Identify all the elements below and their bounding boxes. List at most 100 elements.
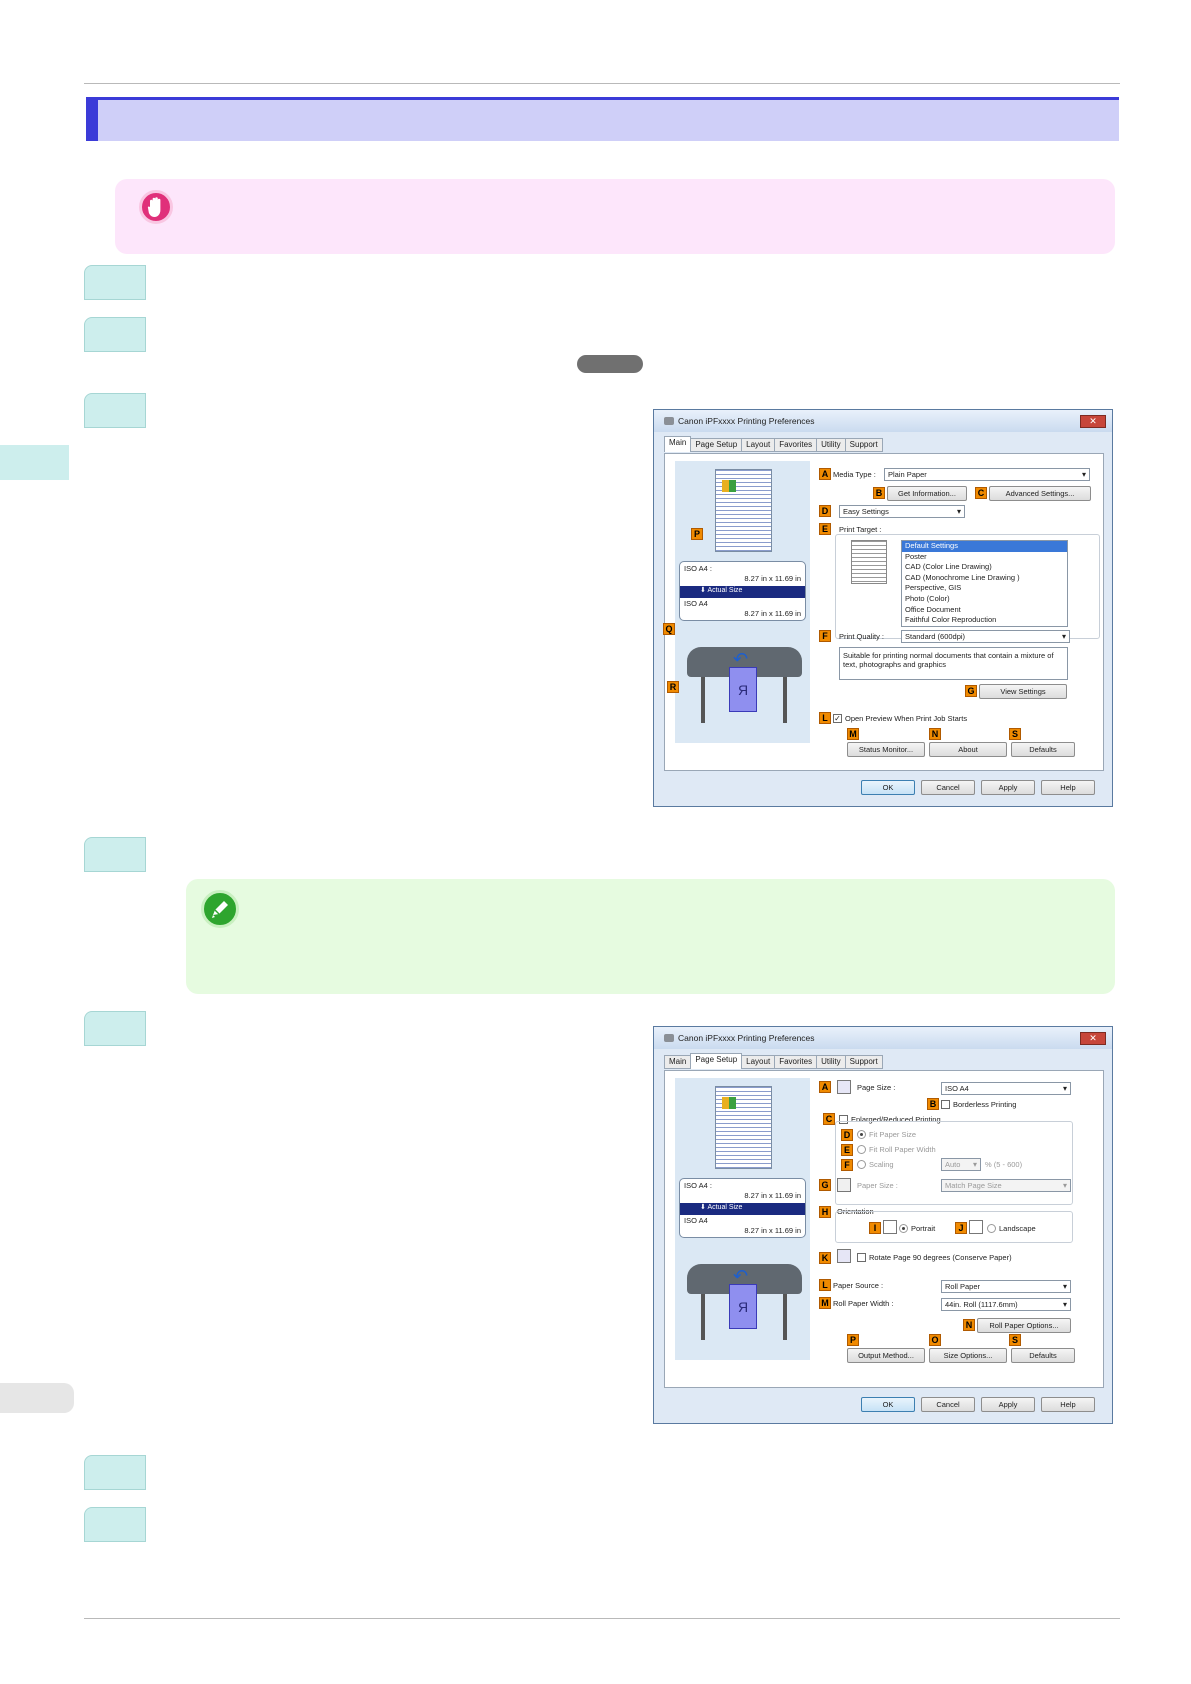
tab-support[interactable]: Support [844, 438, 883, 452]
ok-button[interactable]: OK [861, 1397, 915, 1412]
roll-width-select[interactable]: 44in. Roll (1117.6mm) [941, 1298, 1071, 1311]
paper-size-select[interactable]: Match Page Size [941, 1179, 1071, 1192]
close-button[interactable]: ✕ [1080, 415, 1106, 428]
description-text: Suitable for printing normal documents t… [839, 647, 1068, 680]
size-bottom-label: ISO A4 [684, 599, 708, 608]
tab-page-setup[interactable]: Page Setup [690, 438, 743, 452]
list-item[interactable]: Perspective, GIS [905, 583, 962, 593]
page-setup-panel: ISO A4 : 8.27 in x 11.69 in ⬇ Actual Siz… [664, 1070, 1104, 1388]
orientation-group [835, 1211, 1073, 1243]
size-info-box: ISO A4 : 8.27 in x 11.69 in ⬇ Actual Siz… [679, 561, 806, 621]
enlarged-reduced-checkbox[interactable] [839, 1115, 848, 1124]
tab-favorites[interactable]: Favorites [774, 1055, 818, 1069]
borderless-checkbox[interactable] [941, 1100, 950, 1109]
cancel-button[interactable]: Cancel [921, 780, 975, 795]
main-panel: ISO A4 : 8.27 in x 11.69 in ⬇ Actual Siz… [663, 453, 1104, 771]
help-button[interactable]: Help [1041, 1397, 1095, 1412]
tab-layout[interactable]: Layout [741, 1055, 776, 1069]
media-type-select[interactable]: Plain Paper [884, 468, 1090, 481]
media-type-label: Media Type : [833, 470, 876, 479]
get-information-button[interactable]: Get Information... [887, 486, 967, 501]
close-button[interactable]: ✕ [1080, 1032, 1106, 1045]
top-rule [84, 83, 1120, 84]
size-top-label: ISO A4 : [684, 564, 712, 573]
apply-button[interactable]: Apply [981, 1397, 1035, 1412]
printer-icon [664, 1034, 674, 1042]
tab-page-setup[interactable]: Page Setup [690, 1053, 743, 1069]
step-5-marker [84, 1011, 146, 1046]
scaling-radio[interactable] [857, 1160, 866, 1169]
about-button[interactable]: About [929, 742, 1007, 757]
callout-s: S [1009, 1334, 1021, 1346]
status-monitor-button[interactable]: Status Monitor... [847, 742, 925, 757]
callout-l: L [819, 1279, 831, 1291]
tab-support[interactable]: Support [844, 1055, 883, 1069]
tab-utility[interactable]: Utility [816, 1055, 846, 1069]
paper-source-select[interactable]: Roll Paper [941, 1280, 1071, 1293]
printer-illustration: R ↶ [687, 1256, 802, 1346]
printed-sheet: R [729, 1284, 757, 1329]
tab-favorites[interactable]: Favorites [774, 438, 818, 452]
list-item[interactable]: CAD (Color Line Drawing) [905, 562, 992, 572]
size-options-button[interactable]: Size Options... [929, 1348, 1007, 1363]
enlarged-reduced-label: Enlarged/Reduced Printing [851, 1115, 941, 1124]
page-size-label: Page Size : [857, 1083, 896, 1092]
callout-n: N [929, 728, 941, 740]
portrait-radio[interactable] [899, 1224, 908, 1233]
note-box [186, 879, 1115, 994]
landscape-radio[interactable] [987, 1224, 996, 1233]
section-title-bar [86, 97, 1119, 141]
step-7-marker [84, 1507, 146, 1542]
paper-source-label: Paper Source : [833, 1281, 884, 1290]
printer-icon [664, 417, 674, 425]
fit-roll-width-radio[interactable] [857, 1145, 866, 1154]
dialog-titlebar: Canon iPFxxxx Printing Preferences [654, 410, 1112, 432]
page-size-select[interactable]: ISO A4 [941, 1082, 1071, 1095]
apply-button[interactable]: Apply [981, 780, 1035, 795]
callout-a: A [819, 1081, 831, 1093]
print-quality-select[interactable]: Standard (600dpi) [901, 630, 1070, 643]
actual-size-band: ⬇ Actual Size [680, 586, 805, 598]
pencil-icon [201, 890, 239, 928]
print-target-list[interactable]: Default Settings Poster CAD (Color Line … [901, 540, 1068, 627]
list-item[interactable]: Faithful Color Reproduction [905, 615, 997, 625]
callout-g: G [819, 1179, 831, 1191]
list-item[interactable]: Office Document [905, 604, 961, 614]
tab-main[interactable]: Main [664, 1055, 692, 1069]
print-target-label: Print Target : [839, 525, 882, 534]
defaults-button[interactable]: Defaults [1011, 742, 1075, 757]
fit-paper-size-label: Fit Paper Size [869, 1130, 917, 1139]
list-item[interactable]: Poster [905, 551, 927, 561]
rotate-page-checkbox[interactable] [857, 1253, 866, 1262]
size-top-value: 8.27 in x 11.69 in [744, 574, 801, 583]
callout-e: E [841, 1144, 853, 1156]
list-item[interactable]: CAD (Monochrome Line Drawing ) [905, 572, 1020, 582]
actual-size-label: Actual Size [707, 1204, 743, 1211]
easy-settings-select[interactable]: Easy Settings [839, 505, 965, 518]
list-item[interactable]: Default Settings [902, 541, 1067, 552]
tab-main[interactable]: Main [664, 436, 692, 452]
size-bottom-value: 8.27 in x 11.69 in [744, 1226, 801, 1235]
fit-paper-size-radio[interactable] [857, 1130, 866, 1139]
callout-p: P [847, 1334, 859, 1346]
page-size-icon [837, 1080, 851, 1094]
list-item[interactable]: Photo (Color) [905, 593, 950, 603]
output-method-button[interactable]: Output Method... [847, 1348, 925, 1363]
help-button[interactable]: Help [1041, 780, 1095, 795]
open-preview-checkbox[interactable]: ✓ [833, 714, 842, 723]
scaling-range: % (5 - 600) [985, 1160, 1023, 1169]
tab-layout[interactable]: Layout [741, 438, 776, 452]
callout-p: P [691, 528, 703, 540]
actual-size-label: Actual Size [707, 587, 743, 594]
callout-c: C [823, 1113, 835, 1125]
view-settings-button[interactable]: View Settings [979, 684, 1067, 699]
defaults-button[interactable]: Defaults [1011, 1348, 1075, 1363]
roll-paper-options-button[interactable]: Roll Paper Options... [977, 1318, 1071, 1333]
paper-size-label: Paper Size : [857, 1181, 898, 1190]
tab-utility[interactable]: Utility [816, 438, 846, 452]
scaling-stepper[interactable]: Auto [941, 1158, 981, 1171]
advanced-settings-button[interactable]: Advanced Settings... [989, 486, 1091, 501]
bottom-rule [84, 1618, 1120, 1619]
cancel-button[interactable]: Cancel [921, 1397, 975, 1412]
ok-button[interactable]: OK [861, 780, 915, 795]
